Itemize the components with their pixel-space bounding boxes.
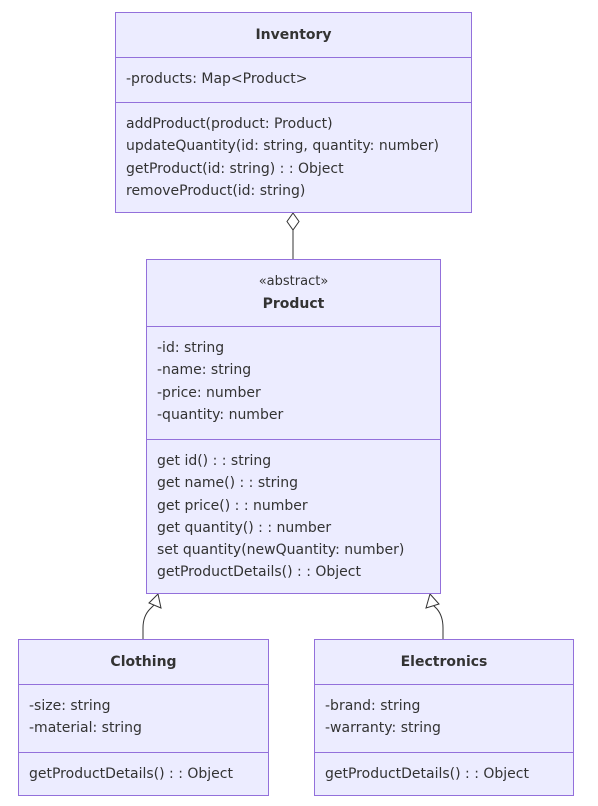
inheritance-edge-electronics	[431, 603, 444, 639]
class-name: Inventory	[255, 27, 332, 43]
method: removeProduct(id: string)	[126, 182, 306, 199]
attribute: -brand: string	[325, 698, 421, 714]
method: getProductDetails() : : Object	[325, 766, 529, 782]
class-product: «abstract» Product -id: string -name: st…	[146, 259, 441, 594]
methods-section: get id() : : string get name() : : strin…	[147, 439, 440, 584]
attributes-section: -size: string -material: string	[19, 685, 268, 752]
class-inventory: Inventory -products: Map<Product> addPro…	[115, 12, 472, 213]
method: get name() : : string	[157, 475, 299, 492]
aggregation-diamond	[286, 212, 300, 231]
attribute: -name: string	[157, 362, 252, 379]
class-electronics: Electronics -brand: string -warranty: st…	[314, 639, 574, 796]
methods-section: getProductDetails() : : Object	[315, 752, 573, 785]
attribute: -warranty: string	[325, 720, 441, 737]
attribute: -id: string	[157, 340, 225, 356]
method: get price() : : number	[157, 497, 308, 514]
attributes-section: -id: string -name: string -price: number…	[147, 327, 440, 439]
attribute: -quantity: number	[157, 406, 284, 423]
method: get quantity() : : number	[157, 519, 332, 536]
attribute: -size: string	[29, 698, 111, 714]
inheritance-arrow-electronics	[425, 592, 440, 609]
class-header: Clothing	[19, 640, 268, 685]
method: getProductDetails() : : Object	[29, 766, 233, 782]
attribute: -material: string	[29, 720, 142, 737]
inheritance-arrow-clothing	[148, 592, 162, 609]
methods-section: getProductDetails() : : Object	[19, 752, 268, 785]
attribute: -price: number	[157, 384, 261, 401]
class-name: Clothing	[110, 654, 177, 670]
method: get id() : : string	[157, 453, 272, 469]
class-clothing: Clothing -size: string -material: string…	[18, 639, 269, 796]
method: updateQuantity(id: string, quantity: num…	[126, 138, 439, 155]
method: set quantity(newQuantity: number)	[157, 542, 405, 559]
attributes-section: -products: Map<Product>	[116, 58, 471, 102]
class-header: Inventory	[116, 13, 471, 58]
attributes-section: -brand: string -warranty: string	[315, 685, 573, 752]
class-header: Electronics	[315, 640, 573, 685]
inheritance-edge-clothing	[142, 603, 156, 639]
class-stereotype: «abstract»	[258, 274, 329, 289]
class-name: Product	[262, 296, 325, 312]
method: getProductDetails() : : Object	[157, 564, 361, 581]
method: addProduct(product: Product)	[126, 116, 333, 132]
class-name: Electronics	[400, 654, 488, 670]
methods-section: addProduct(product: Product) updateQuant…	[116, 102, 471, 202]
method: getProduct(id: string) : : Object	[126, 160, 344, 177]
class-header: «abstract» Product	[147, 260, 440, 327]
attribute: -products: Map<Product>	[126, 71, 308, 87]
